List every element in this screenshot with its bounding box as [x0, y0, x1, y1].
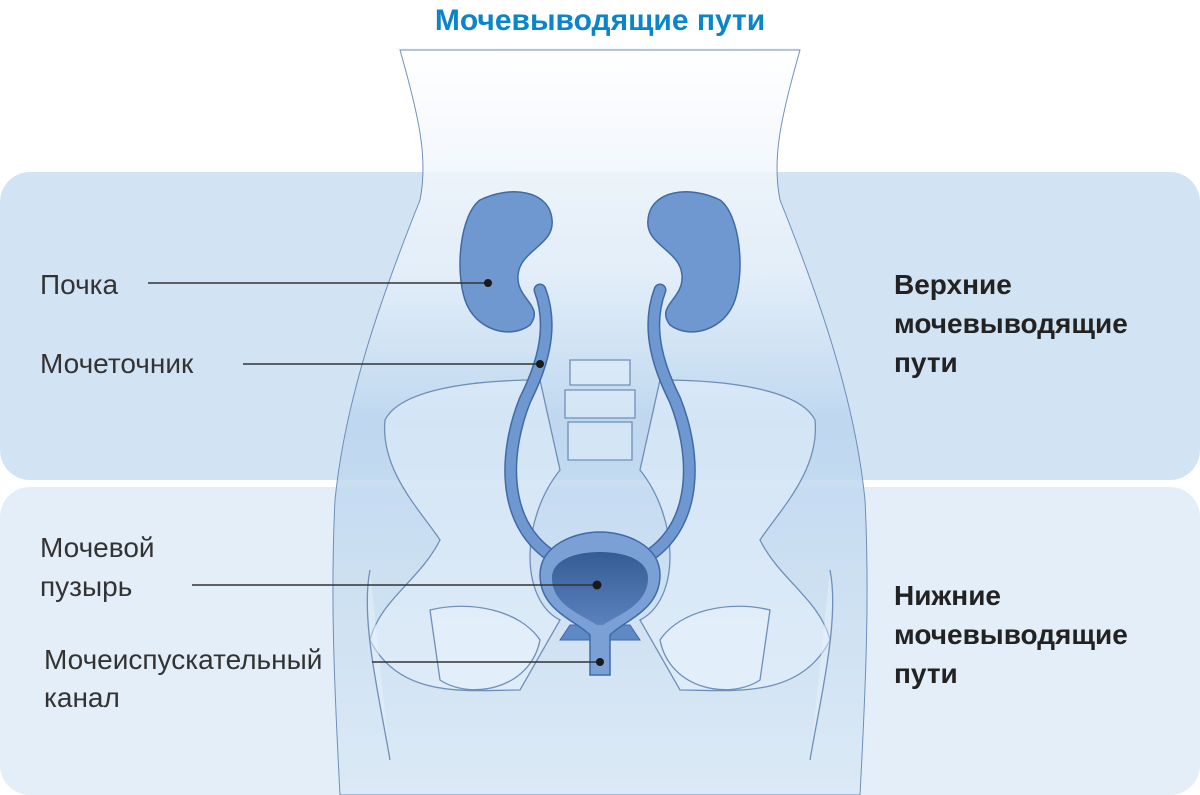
label-ureter: Мочеточник: [40, 348, 194, 379]
lower-tract-line1: Нижние: [894, 580, 1001, 611]
diagram-title: Мочевыводящие пути: [434, 4, 766, 37]
label-urethra-line2: канал: [44, 682, 120, 713]
label-kidney: Почка: [40, 269, 119, 300]
ureters: [504, 283, 696, 562]
upper-tract-label: Верхние мочевыводящие пути: [894, 265, 1128, 382]
bladder: [539, 531, 661, 676]
upper-tract-line3: пути: [894, 347, 958, 378]
leader-dots: [484, 279, 604, 666]
upper-tract-line1: Верхние: [894, 269, 1012, 300]
label-bladder-line1: Мочевой: [40, 532, 155, 563]
right-kidney: [647, 191, 741, 333]
label-bladder-line2: пузырь: [40, 571, 133, 602]
leader-lines: [148, 282, 600, 663]
kidneys: [459, 191, 741, 333]
upper-tract-line2: мочевыводящие: [894, 308, 1128, 339]
lower-tract-line3: пути: [894, 658, 958, 689]
label-urethra-line1: Мочеиспускательный: [44, 644, 323, 675]
lower-tract-line2: мочевыводящие: [894, 619, 1128, 650]
lower-tract-label: Нижние мочевыводящие пути: [894, 576, 1128, 693]
